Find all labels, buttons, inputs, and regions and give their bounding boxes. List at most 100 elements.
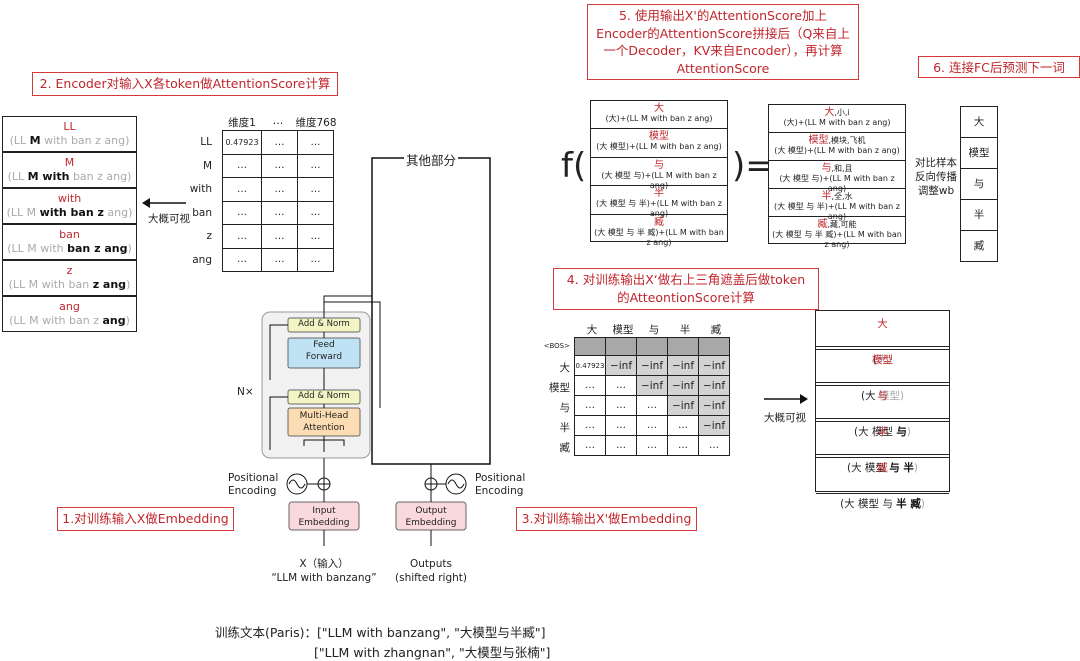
masked-attention-matrix: 0.47923−inf−inf−inf−inf……−inf−inf−inf………… xyxy=(574,337,730,456)
context-focus: 半 臧 xyxy=(896,498,921,510)
annotation-decoder-cross-attention: 5. 使用输出X'的AttentionScore加上 Encoder的Atten… xyxy=(587,4,859,80)
dec-matrix-row: …………… xyxy=(574,435,730,456)
dec-matrix-cell: −inf xyxy=(698,415,730,436)
dec-matrix-cell: −inf xyxy=(605,355,637,376)
stack-head: 大 xyxy=(824,107,835,118)
token-head: z xyxy=(66,264,73,277)
token-head: ang xyxy=(59,300,80,313)
stack-sub: (大 模型 与)+(LL M with ban z ang) xyxy=(779,174,895,193)
stack-extra: ,全,水 xyxy=(831,192,853,201)
enc-matrix-row: ……… xyxy=(222,177,334,202)
enc-col-header-1: 维度1 xyxy=(228,117,256,129)
context-focus: M xyxy=(29,134,41,147)
dec-matrix-row xyxy=(574,337,730,356)
token-head: 与 xyxy=(816,386,949,422)
context-pre: (大 模型 与 xyxy=(840,498,897,510)
enc-row-label: ban xyxy=(192,206,212,219)
token-context: (大 模型) xyxy=(816,386,949,422)
dec-row-label-bos: <BOS> xyxy=(543,342,570,350)
mha-line-1: Multi-Head xyxy=(299,411,349,421)
output-pos-enc-label: Positional Encoding xyxy=(475,472,525,498)
annotation-4-line-1: 4. 对训练输出X‘做右上三角遮盖后做token xyxy=(566,272,806,287)
stack-left-row: 大(大)+(LL M with ban z ang) xyxy=(591,101,727,130)
other-parts-label: 其他部分 xyxy=(404,150,459,169)
stack-left-row: 臧(大 模型 与 半 臧)+(LL M with ban z ang) xyxy=(591,215,727,247)
feed-forward-box: Feed Forward xyxy=(288,339,360,363)
fc-word: 大 xyxy=(961,107,997,138)
equals-label: )= xyxy=(732,146,774,186)
stack-head: 与 xyxy=(821,163,832,174)
context-pre: (LL M with ban z xyxy=(9,314,103,327)
dec-matrix-cell: … xyxy=(605,435,637,456)
stack-left-row: 半(大 模型 与 半)+(LL M with ban z ang) xyxy=(591,186,727,218)
context-pre: (大 模型 xyxy=(846,462,890,474)
enc-row-label: with xyxy=(189,183,212,195)
input-pos-enc-label: Positional Encoding xyxy=(228,472,278,498)
training-text-line-1: 训练文本(Paris)：["LLM with banzang", "大模型与半臧… xyxy=(215,625,546,640)
multi-head-attention-box: Multi-Head Attention xyxy=(288,410,360,434)
enc-matrix-cell: … xyxy=(261,153,298,178)
compare-note: 对比样本 反向传播 调整wb xyxy=(912,156,960,198)
context-focus: 与 半 xyxy=(889,462,914,474)
mha-line-2: Attention xyxy=(303,423,345,433)
fc-word: 模型 xyxy=(961,138,997,169)
input-emb-line-1: Input xyxy=(312,506,336,516)
stack-extra: ,小,i xyxy=(834,108,850,117)
token-context: (LL M with ban z ang) xyxy=(3,206,136,220)
stack-sub: (大 模型 与 半 臧)+(LL M with ban z ang) xyxy=(594,227,724,247)
context-pre: (LL xyxy=(9,134,30,147)
enc-add-norm-bottom: Add & Norm xyxy=(298,391,350,401)
stack-left-row: 模型(大 模型)+(LL M with ban z ang) xyxy=(591,129,727,158)
context-post: ) xyxy=(913,462,919,474)
dec-col-header: 臧 xyxy=(710,324,722,336)
dec-matrix-cell: 0.47923 xyxy=(574,355,606,376)
enc-row-label: M xyxy=(202,159,212,172)
dec-matrix-cell: −inf xyxy=(636,375,668,396)
compare-note-line-1: 对比样本 xyxy=(915,157,957,169)
encoder-token-box: LL(LL M with ban z ang) xyxy=(2,116,137,152)
stack-left-row: 与(大 模型 与)+(LL M with ban z ang) xyxy=(591,158,727,190)
stack-sub: (大)+(LL M with ban z ang) xyxy=(605,114,713,123)
dec-matrix-cell: −inf xyxy=(667,395,699,416)
stack-sub: (大 模型 与)+(LL M with ban z ang) xyxy=(601,170,717,190)
annotation-5-line-1: 5. 使用输出X'的AttentionScore加上 xyxy=(618,8,828,23)
enc-row-label: LL xyxy=(200,136,212,148)
stack-sub: (大 模型 与 半)+(LL M with ban z ang) xyxy=(596,199,722,219)
stack-extra: ,模块,飞机 xyxy=(828,136,866,145)
dec-col-header: 半 xyxy=(679,324,691,336)
context-focus: 与 xyxy=(896,426,907,438)
token-head: ban xyxy=(59,228,80,241)
context-post: ang) xyxy=(103,206,133,219)
annotation-5-line-2: Encoder的AttentionScore拼接后（Q来自上 xyxy=(596,25,850,41)
enc-matrix-cell: … xyxy=(297,224,334,249)
output-emb-line-2: Embedding xyxy=(405,518,457,528)
context-focus: z ang xyxy=(92,278,127,291)
encoder-attention-matrix: 0.47923…………………………………………… xyxy=(222,130,334,272)
output-caption-line-2: (shifted right) xyxy=(395,572,467,584)
dec-matrix-cell: … xyxy=(574,435,606,456)
dec-matrix-cell xyxy=(698,337,730,356)
enc-matrix-row: ……… xyxy=(222,247,334,272)
nx-label: N× xyxy=(237,386,254,398)
token-context: (LL M with ban z ang) xyxy=(3,134,136,148)
dec-row-label: 与 xyxy=(559,402,571,414)
context-post: 大) xyxy=(877,354,892,366)
output-emb-line-1: Output xyxy=(415,506,447,516)
maybe-visible-label-left: 大概可视 xyxy=(148,213,190,225)
fc-word: 与 xyxy=(961,169,997,200)
annotation-5-line-3: 一个Decoder，KV来自Encoder），再计算 xyxy=(603,43,843,58)
dec-col-header: 模型 xyxy=(612,324,634,336)
output-pos-enc-line-1: Positional xyxy=(475,472,526,484)
dec-row-label: 模型 xyxy=(549,382,570,394)
feed-forward-line-2: Forward xyxy=(305,352,343,362)
context-focus: ban z ang xyxy=(67,242,128,255)
enc-add-norm-top: Add & Norm xyxy=(298,319,350,329)
training-text-line-2: ["LLM with zhangnan", "大模型与张楠"] xyxy=(314,645,551,660)
dec-matrix-cell: … xyxy=(605,375,637,396)
dec-matrix-row: 0.47923−inf−inf−inf−inf xyxy=(574,355,730,376)
function-f-label: f( xyxy=(561,146,587,186)
stack-head: 大 xyxy=(654,103,664,114)
compare-note-line-2: 反向传播 xyxy=(915,171,957,183)
context-post: ) xyxy=(127,242,132,255)
encoder-token-box: ban(LL M with ban z ang) xyxy=(2,224,137,260)
